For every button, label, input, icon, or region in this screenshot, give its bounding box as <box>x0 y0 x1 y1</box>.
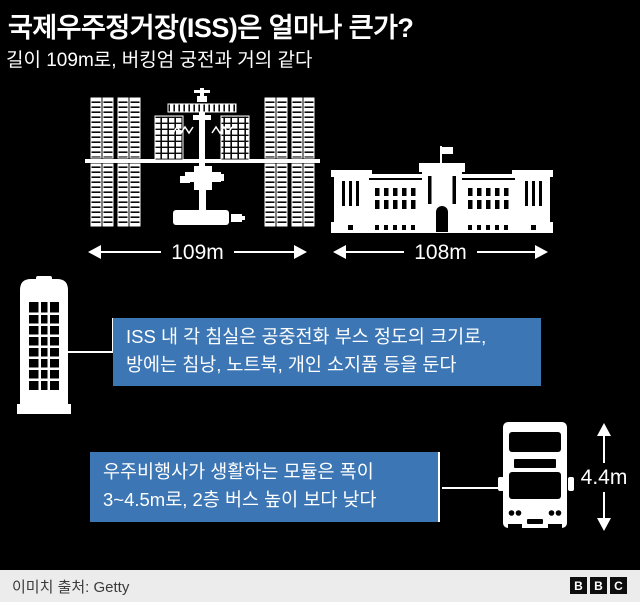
bus-height-label: 4.4m <box>580 465 628 489</box>
phone-booth-icon <box>17 276 71 414</box>
arrow-left-icon <box>88 245 101 259</box>
arrow-left-icon <box>333 245 346 259</box>
booth-callout-line1: ISS 내 각 침실은 공중전화 부스 정도의 크기로, <box>126 326 487 347</box>
palace-width-arrow: 108m <box>333 240 548 264</box>
arrow-right-icon <box>535 245 548 259</box>
page-title: 국제우주정거장(ISS)은 얼마나 큰가? <box>8 13 414 43</box>
arrow-right-icon <box>294 245 307 259</box>
bbc-logo-letter: B <box>570 577 587 594</box>
arrow-up-icon <box>597 423 611 436</box>
bbc-logo: B B C <box>570 577 627 594</box>
page-subtitle: 길이 109m로, 버킹엄 궁전과 거의 같다 <box>6 50 313 71</box>
iss-illustration-icon <box>85 88 320 227</box>
bus-callout-box: 우주비행사가 생활하는 모듈은 폭이 3~4.5m로, 2층 버스 높이 보다 … <box>90 452 440 522</box>
booth-callout-line2: 방에는 침낭, 노트북, 개인 소지품 등을 둔다 <box>126 354 457 375</box>
bus-callout-connector <box>442 487 498 489</box>
bus-callout-line2: 3~4.5m로, 2층 버스 높이 보다 낮다 <box>103 489 377 510</box>
iss-width-arrow: 109m <box>88 240 307 264</box>
bus-height-arrow: 4.4m <box>581 423 627 531</box>
bbc-logo-letter: B <box>590 577 607 594</box>
double-decker-bus-icon <box>498 422 574 530</box>
arrow-down-icon <box>597 518 611 531</box>
bus-callout-line1: 우주비행사가 생활하는 모듈은 폭이 <box>103 461 374 482</box>
image-credit: 이미치 출처: Getty <box>12 578 130 596</box>
booth-callout-connector <box>66 351 113 353</box>
booth-callout-box: ISS 내 각 침실은 공중전화 부스 정도의 크기로, 방에는 침낭, 노트북… <box>113 318 541 386</box>
palace-width-label: 108m <box>414 240 467 264</box>
footer-bar: 이미치 출처: Getty B B C <box>0 570 640 602</box>
iss-width-label: 109m <box>171 240 224 264</box>
bbc-logo-letter: C <box>610 577 627 594</box>
buckingham-palace-icon <box>331 146 553 233</box>
